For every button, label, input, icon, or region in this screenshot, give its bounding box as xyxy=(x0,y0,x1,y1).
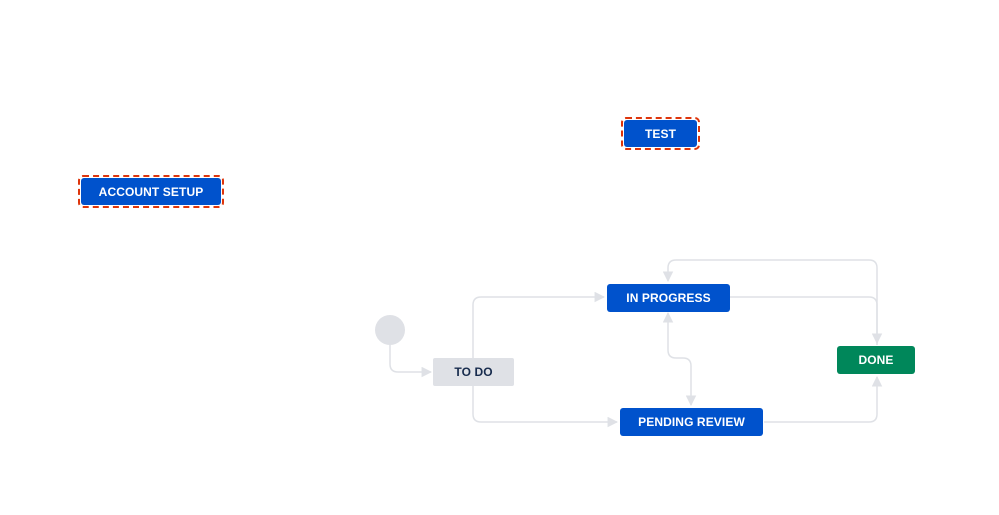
transition-start-to-todo[interactable] xyxy=(389,345,433,378)
status-to-do[interactable]: TO DO xyxy=(433,358,514,386)
status-test[interactable]: TEST xyxy=(624,120,697,147)
workflow-start-node[interactable] xyxy=(375,315,405,345)
test-selection-outline[interactable] xyxy=(621,117,700,150)
transition-done-to-in-progress[interactable] xyxy=(662,259,878,345)
status-pending-review[interactable]: PENDING REVIEW xyxy=(620,408,763,436)
status-in-progress[interactable]: IN PROGRESS xyxy=(607,284,730,312)
transition-pending-review-to-done[interactable] xyxy=(764,375,883,423)
transition-in-progress-pending-review[interactable] xyxy=(662,311,697,407)
transition-todo-to-pending-review[interactable] xyxy=(472,386,619,428)
status-account-setup[interactable]: ACCOUNT SETUP xyxy=(81,178,221,205)
status-done[interactable]: DONE xyxy=(837,346,915,374)
transition-todo-to-in-progress[interactable] xyxy=(472,291,606,358)
account-setup-selection-outline[interactable] xyxy=(78,175,224,208)
transition-in-progress-to-done[interactable] xyxy=(730,296,883,345)
